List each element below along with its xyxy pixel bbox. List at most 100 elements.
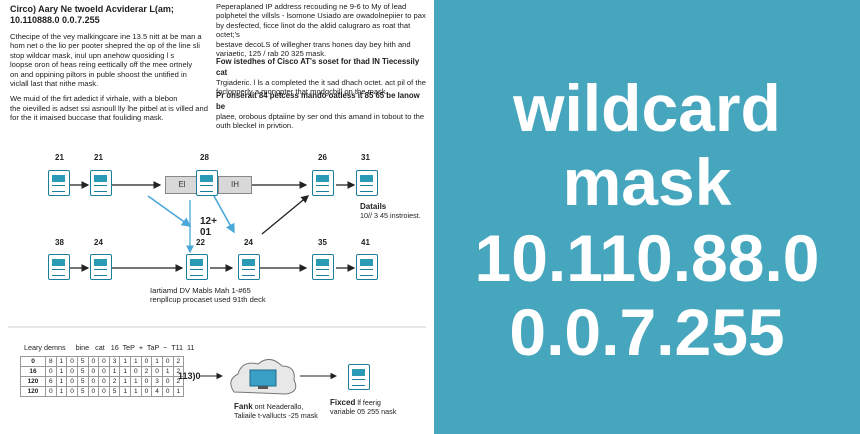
table-cell: 0 [66, 356, 78, 367]
details-note: Datails 10// 3 45 instroiest. [360, 202, 421, 220]
gray-block-b: IH [218, 176, 252, 194]
table-cell: 1 [130, 376, 142, 387]
intro-heading: Circo) Aary Ne twoeld Acviderar L(am; 10… [10, 4, 174, 25]
table-cell: 0 [66, 376, 78, 387]
process-heading: Pr onserait 84 petcess mando oatless it … [216, 91, 420, 111]
table-cell: 0 [130, 366, 142, 377]
table-header-row: Leary demns bine cat 16 TeP + TaP ~ T11 … [24, 343, 195, 352]
table-cell: 2 [172, 356, 185, 367]
diagram-caption: Iartiamd DV Mabls Mah 1-#65 renpllcup pr… [150, 286, 266, 304]
table-cell: 1 [119, 386, 131, 397]
table-cell: 120 [20, 376, 46, 387]
table-cell: 0 [161, 386, 174, 397]
fixed-body: lf feerig variable 05 255 nask [330, 398, 397, 416]
switch-icon [196, 170, 218, 196]
cisco-text-block: Fow istedhes of Cisco AT's soset for tha… [216, 56, 426, 97]
table-cell: 0 [161, 356, 174, 367]
table-cell: 1 [55, 376, 68, 387]
table-cell: 0 [98, 376, 110, 387]
ip-body: Peperaplaned IP address recouding ne 9-6… [216, 2, 426, 59]
ip-text-block: Peperaplaned IP address recouding ne 9-6… [216, 2, 426, 58]
cisco-heading: Fow istedhes of Cisco AT's soset for tha… [216, 57, 420, 77]
network-diagram-lines [8, 181, 426, 395]
switch-icon [48, 254, 70, 280]
node-number: 24 [94, 238, 103, 247]
fank-title: Fank [234, 402, 253, 411]
table-cell: 0 [98, 386, 110, 397]
infographic-panel: Circo) Aary Ne twoeld Acviderar L(am; 10… [8, 2, 426, 420]
table-cell: 5 [76, 386, 89, 397]
table-cell: 0 [87, 376, 100, 387]
fank-note: Fank ont Neaderallo, Taliaile t-vallucts… [234, 402, 318, 420]
table-cell: 0 [140, 376, 153, 387]
table-cell: 3 [151, 376, 163, 387]
process-body: plaee, orobous dptaiine by ser ond this … [216, 112, 425, 131]
table-cell: 1 [119, 376, 131, 387]
details-body: 10// 3 45 instroiest. [360, 211, 421, 220]
table-header: Leary demns [24, 343, 66, 352]
table-cell: 1 [130, 386, 142, 397]
table-cell: 5 [76, 376, 89, 387]
table-cell: 5 [76, 356, 89, 367]
table-cell: 1 [130, 356, 142, 367]
table-cell: 120 [20, 386, 46, 397]
switch-icon [90, 254, 112, 280]
table-cell: 0 [98, 356, 110, 367]
switch-icon [356, 170, 378, 196]
process-text-block: Pr onserait 84 petcess mando oatless it … [216, 90, 426, 131]
fixed-note: Fixced lf feerig variable 05 255 nask [330, 398, 396, 416]
table-cell: 16 [20, 366, 46, 377]
table-cell: 0 [45, 366, 57, 377]
table-header-cells: bine cat 16 TeP + TaP ~ T11 11 [75, 343, 195, 352]
node-number: 35 [318, 238, 327, 247]
fixed-title: Fixced [330, 398, 356, 407]
table-cell: 0 [45, 386, 57, 397]
switch-icon [238, 254, 260, 280]
node-number: 21 [55, 153, 64, 162]
node-number: 22 [196, 238, 205, 247]
title-line-3: 10.110.88.0 [474, 221, 820, 295]
table-cell: 2 [108, 376, 121, 387]
switch-icon [312, 254, 334, 280]
switch-icon [186, 254, 208, 280]
intro-body-2: We muid of the firt adedict if virhale, … [10, 94, 208, 123]
node-number: 31 [361, 153, 370, 162]
table-cell: 0 [20, 356, 46, 367]
details-title: Datails [360, 202, 387, 211]
table-cell: 0 [98, 366, 110, 377]
table-cell: 0 [161, 376, 174, 387]
node-number: 24 [244, 238, 253, 247]
switch-icon [48, 170, 70, 196]
table-cell: 1 [151, 356, 163, 367]
fank-body: ont Neaderallo, Taliaile t-vallucts -25 … [234, 402, 318, 420]
bottom-left-value: 113)0 [178, 371, 201, 381]
node-number: 38 [55, 238, 64, 247]
title-line-4: 0.0.7.255 [509, 295, 785, 369]
table-cell: 1 [119, 356, 131, 367]
table-cell: 0 [87, 356, 100, 367]
cisco-body: Trgiaderic. l ls a completed the it sad … [216, 78, 426, 97]
table-cell: 1 [55, 366, 68, 377]
table-cell: 6 [45, 376, 57, 387]
gray-block-a: El [165, 176, 199, 194]
table-cell: 0 [140, 356, 153, 367]
switch-icon [312, 170, 334, 196]
table-cell: 0 [66, 386, 78, 397]
table-cell: 0 [87, 386, 100, 397]
switch-icon [356, 254, 378, 280]
switch-icon [90, 170, 112, 196]
intro-text-block: Circo) Aary Ne twoeld Acviderar L(am; 10… [10, 4, 215, 123]
table-cell: 1 [108, 366, 121, 377]
switch-icon [348, 364, 370, 390]
table-cell: 1 [55, 356, 68, 367]
table-cell: 8 [45, 356, 57, 367]
table-cell: 5 [76, 366, 89, 377]
table-cell: 0 [87, 366, 100, 377]
title-line-2: mask [562, 145, 732, 219]
table-cell: 3 [108, 356, 121, 367]
table-cell: 0 [151, 366, 163, 377]
